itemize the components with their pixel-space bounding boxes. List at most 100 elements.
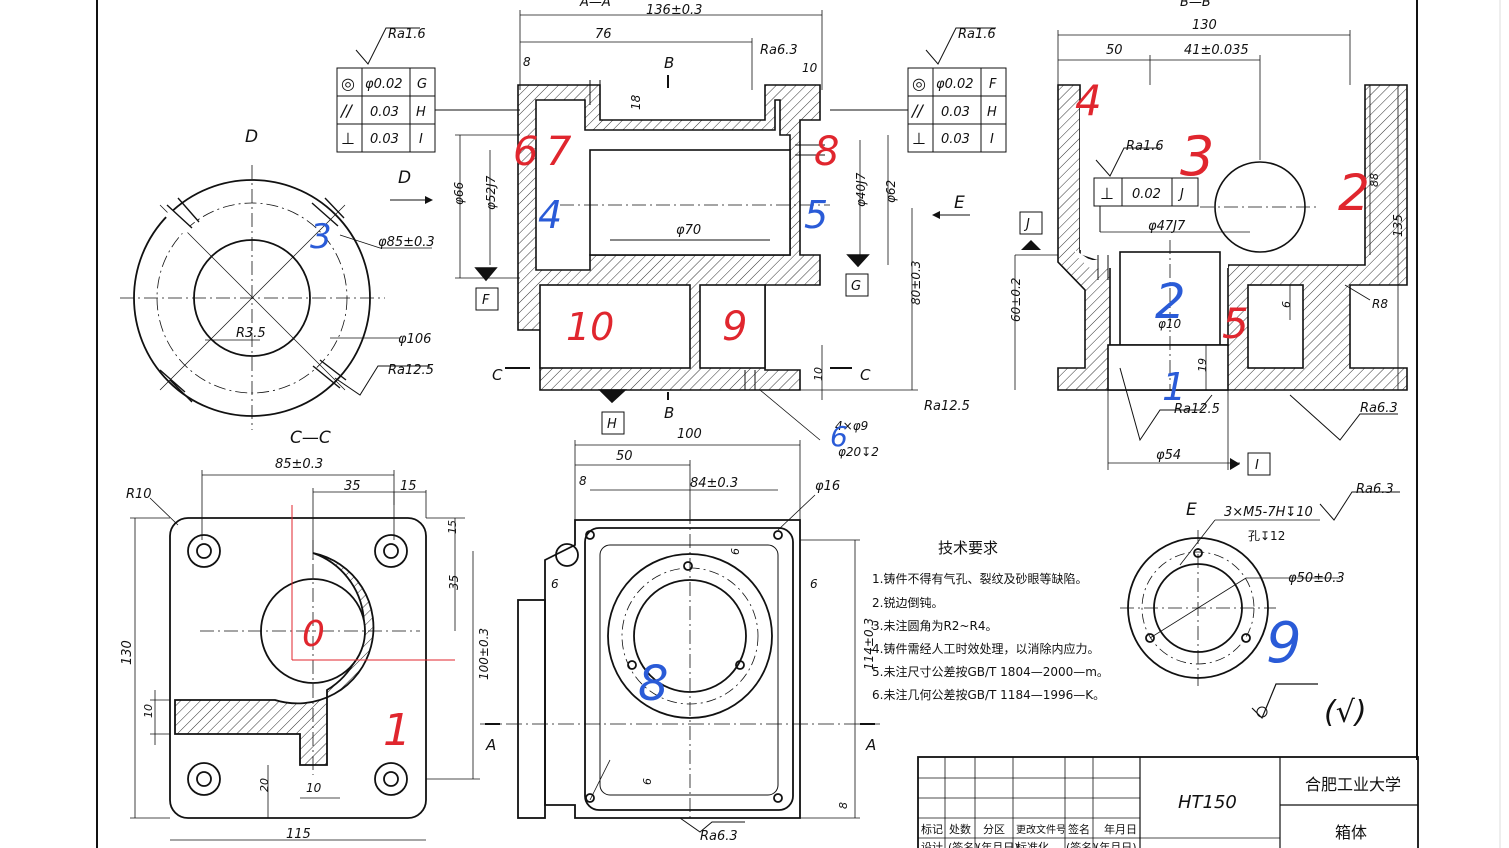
red-note-3: 3 bbox=[1180, 125, 1214, 188]
dim-e-ra63: Ra6.3 bbox=[1356, 482, 1394, 497]
tech-req-5: 5.未注尺寸公差按GB/T 1804—2000—m。 bbox=[872, 664, 1109, 679]
tolerance-frame-right bbox=[830, 27, 1007, 153]
tol-left-datum-0: G bbox=[417, 77, 427, 92]
holes-cbore: φ20↧2 bbox=[838, 445, 879, 459]
tb-row2-0: 设计 bbox=[921, 841, 943, 848]
cc-section-label: C—C bbox=[290, 428, 331, 448]
datum-h: H bbox=[607, 417, 617, 432]
blue-note-1: 1 bbox=[1162, 365, 1186, 409]
tb-row2-1: (签名) bbox=[948, 840, 979, 848]
aa-labels: A—A 136±0.3 76 8 10 18 Ra6.3 B B C C φ66… bbox=[390, 0, 970, 459]
tol-right-datum-2: I bbox=[990, 132, 994, 147]
dim-top-8: 8 bbox=[579, 474, 587, 488]
blue-note-5: 5 bbox=[804, 193, 828, 237]
tolerance-frame-left bbox=[336, 27, 520, 153]
datum-g: G bbox=[851, 279, 861, 294]
top-view-labels: 100 50 8 84±0.3 φ16 6 6 6 6 114±0.3 8 Ra… bbox=[485, 427, 876, 844]
red-note-9: 9 bbox=[722, 304, 747, 350]
datum-labels: F G H I J bbox=[482, 217, 1259, 473]
tb-row2-5: (年月日) bbox=[1095, 840, 1137, 848]
red-note-5: 5 bbox=[1222, 299, 1249, 348]
red-note-6: 6 bbox=[513, 129, 538, 175]
dim-aa-phi62: φ62 bbox=[884, 180, 898, 203]
dim-top-50: 50 bbox=[616, 449, 633, 464]
aa-roughness-63: Ra6.3 bbox=[760, 43, 798, 58]
title-block-material: HT150 bbox=[1178, 792, 1237, 813]
tol-right-ra: Ra1.6 bbox=[958, 27, 996, 42]
bb-roughness-63: Ra6.3 bbox=[1360, 401, 1398, 416]
handwritten-blue-annotations: 4 5 3 2 1 8 9 6 bbox=[310, 193, 1302, 712]
dim-d-ra125: Ra12.5 bbox=[388, 363, 434, 378]
bb-section-label: B—B bbox=[1180, 0, 1211, 10]
dim-bb-41: 41±0.035 bbox=[1184, 43, 1249, 58]
tech-req-1: 1.铸件不得有气孔、裂纹及砂眼等缺陷。 bbox=[872, 571, 1087, 586]
tol-j-datum: J bbox=[1177, 187, 1184, 202]
dim-cc-115: 115 bbox=[286, 827, 311, 842]
dim-d-phi106: φ106 bbox=[398, 332, 431, 347]
tb-row2-3: 标准化 bbox=[1016, 840, 1049, 848]
tb-header-0: 标记 bbox=[921, 822, 943, 836]
section-bb-view bbox=[1014, 30, 1408, 470]
dim-aa-8: 8 bbox=[523, 55, 531, 69]
tol-left-val-0: φ0.02 bbox=[365, 77, 403, 92]
blue-note-3: 3 bbox=[310, 217, 332, 257]
datum-i: I bbox=[1255, 458, 1259, 473]
tolerance-frame-right-text: Ra1.6 ◎ φ0.02 F // 0.03 H ⊥ 0.03 I bbox=[910, 27, 997, 148]
dim-top-6c: 6 bbox=[810, 577, 818, 591]
tol-left-datum-2: I bbox=[419, 132, 423, 147]
top-view bbox=[480, 389, 880, 833]
dim-cc-r10: R10 bbox=[126, 487, 152, 502]
dim-bb-130: 130 bbox=[1192, 18, 1217, 33]
dim-e-hole: 孔↧12 bbox=[1248, 529, 1285, 543]
dim-top-6b: 6 bbox=[551, 577, 559, 591]
dim-cc-100: 100±0.3 bbox=[477, 628, 491, 680]
dim-cc-130: 130 bbox=[120, 640, 135, 665]
section-aa-view bbox=[455, 10, 918, 404]
tol-left-sym-1: // bbox=[339, 101, 353, 120]
dim-top-6d: 6 bbox=[641, 778, 654, 785]
technical-requirements: 技术要求 1.铸件不得有气孔、裂纹及砂眼等缺陷。 2.锐边倒钝。 3.未注圆角为… bbox=[872, 539, 1109, 702]
tolerance-frame-j-text: Ra1.6 ⊥ 0.02 J bbox=[1100, 139, 1184, 203]
sheet-border bbox=[96, 0, 1501, 848]
blue-note-9: 9 bbox=[1266, 611, 1302, 676]
tol-left-val-2: 0.03 bbox=[370, 132, 399, 147]
tol-right-sym-2: ⊥ bbox=[912, 129, 926, 148]
title-block bbox=[917, 756, 1419, 848]
dim-aa-10b: 10 bbox=[812, 367, 825, 381]
tb-row2-4: (签名) bbox=[1066, 840, 1097, 848]
tol-j-val: 0.02 bbox=[1132, 187, 1161, 202]
dim-bb-phi10: φ10 bbox=[1158, 317, 1182, 331]
dim-aa-overall: 136±0.3 bbox=[646, 3, 702, 18]
dim-aa-phi66: φ66 bbox=[452, 181, 466, 205]
blue-note-6: 6 bbox=[830, 420, 848, 453]
dim-cc-85: 85±0.3 bbox=[275, 457, 323, 472]
dim-cc-10b: 10 bbox=[306, 781, 322, 795]
tb-header-1: 处数 bbox=[949, 823, 971, 836]
dim-bb-r8: R8 bbox=[1372, 297, 1388, 311]
dim-bb-88: 88 bbox=[1368, 173, 1381, 187]
red-note-2: 2 bbox=[1338, 164, 1370, 222]
handwritten-red-annotations: 6 7 8 3 2 4 10 9 0 1 5 bbox=[302, 76, 1370, 756]
dim-bb-135: 135 bbox=[1391, 214, 1405, 237]
dim-aa-phi40: φ40J7 bbox=[854, 172, 868, 207]
blue-note-4: 4 bbox=[538, 193, 562, 237]
tb-header-4: 签名 bbox=[1068, 822, 1090, 836]
section-cc-view bbox=[130, 470, 480, 841]
view-d bbox=[120, 165, 432, 430]
tolerance-frame-j bbox=[1093, 147, 1199, 232]
datum-f: F bbox=[482, 293, 490, 308]
tech-req-6: 6.未注几何公差按GB/T 1184—1996—K。 bbox=[872, 687, 1105, 702]
general-finish-symbol: (√) bbox=[1324, 695, 1367, 730]
dim-d-r35: R3.5 bbox=[236, 326, 266, 341]
dim-bb-60: 60±0.2 bbox=[1009, 278, 1023, 322]
view-d-title: D bbox=[245, 127, 258, 147]
dim-cc-15b: 15 bbox=[446, 520, 459, 534]
cut-c-left: C bbox=[492, 366, 503, 384]
tol-j-ra: Ra1.6 bbox=[1126, 139, 1164, 154]
tb-header-3: 更改文件号 bbox=[1016, 823, 1066, 836]
cut-a-right: A bbox=[865, 736, 876, 754]
title-block-text: HT150 合肥工业大学 箱体 标记 处数 分区 更改文件号 签名 年月日 设计… bbox=[921, 775, 1401, 848]
blue-note-8: 8 bbox=[638, 656, 669, 712]
top-roughness-63: Ra6.3 bbox=[700, 829, 738, 844]
dim-top-84: 84±0.3 bbox=[690, 476, 738, 491]
